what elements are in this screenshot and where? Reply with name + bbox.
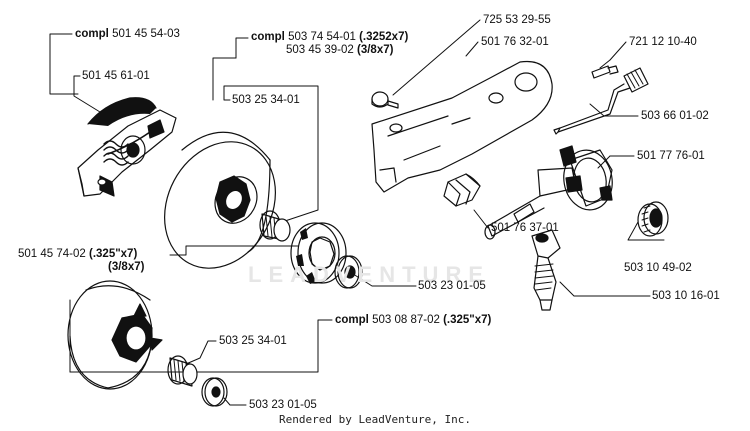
screw <box>371 91 399 109</box>
part-number: 501 45 54-03 <box>112 28 180 40</box>
bar-plate <box>371 60 553 193</box>
clutch-assembly <box>77 97 177 197</box>
label-rim-spec2[interactable]: (3/8x7) <box>108 261 144 274</box>
label-pin[interactable]: 721 12 10-40 <box>629 36 697 48</box>
label-prefix: compl <box>251 31 285 43</box>
part-number: 503 45 39-02 <box>286 44 354 56</box>
oil-pump <box>484 145 613 240</box>
needle-bearing-bottom <box>167 355 198 387</box>
label-plug[interactable]: 503 10 49-02 <box>624 262 692 274</box>
label-washer-bottom[interactable]: 503 23 01-05 <box>249 399 317 411</box>
part-spec: (3/8x7) <box>357 44 394 56</box>
part-number: 501 45 74-02 <box>18 248 86 260</box>
label-plate[interactable]: 501 76 32-01 <box>481 36 549 48</box>
label-drum-compl-bottom[interactable]: compl 503 08 87-02 (.325"x7) <box>335 314 491 327</box>
label-hose[interactable]: 503 10 16-01 <box>652 290 720 302</box>
watermark-text: LEADVENTURE <box>248 262 491 287</box>
plug <box>637 201 669 237</box>
part-number: 503 74 54-01 <box>288 31 356 43</box>
label-bearing-top[interactable]: 503 25 34-01 <box>232 94 300 106</box>
washer-bottom <box>201 377 228 407</box>
pin-shaft <box>553 65 649 135</box>
label-prefix: compl <box>335 314 369 326</box>
label-drum-compl-a[interactable]: compl 503 74 54-01 (.3252x7) <box>251 31 408 44</box>
part-spec: (.325"x7) <box>89 248 138 260</box>
label-pump[interactable]: 501 77 76-01 <box>637 150 705 162</box>
chain-guide <box>443 173 481 207</box>
footer-credit: Rendered by LeadVenture, Inc. <box>278 413 472 426</box>
needle-bearing-top <box>259 210 291 242</box>
label-bearing-bottom[interactable]: 503 25 34-01 <box>219 335 287 347</box>
part-spec: (.3252x7) <box>359 31 409 43</box>
label-prefix: compl <box>75 28 109 40</box>
label-washer-top[interactable]: 503 23 01-05 <box>418 280 486 292</box>
label-guide[interactable]: 501 76 37-01 <box>491 222 559 234</box>
label-drum-compl-b[interactable]: 503 45 39-02 (3/8x7) <box>286 44 393 57</box>
label-rim[interactable]: 501 45 74-02 (.325"x7) <box>18 248 137 261</box>
label-clutch-compl[interactable]: compl 501 45 54-03 <box>75 28 180 41</box>
label-clutch-shoe[interactable]: 501 45 61-01 <box>82 70 150 82</box>
clutch-drum-bottom <box>67 280 163 390</box>
clutch-drum-top <box>164 131 276 269</box>
label-screw[interactable]: 725 53 29-55 <box>483 14 551 26</box>
part-spec: (.325"x7) <box>443 314 492 326</box>
part-spec: (3/8x7) <box>108 261 145 273</box>
oil-hose <box>531 229 561 311</box>
part-number: 503 08 87-02 <box>372 314 440 326</box>
rim-sprocket <box>290 222 347 284</box>
washer-top <box>334 255 363 289</box>
label-shaft[interactable]: 503 66 01-02 <box>641 110 709 122</box>
